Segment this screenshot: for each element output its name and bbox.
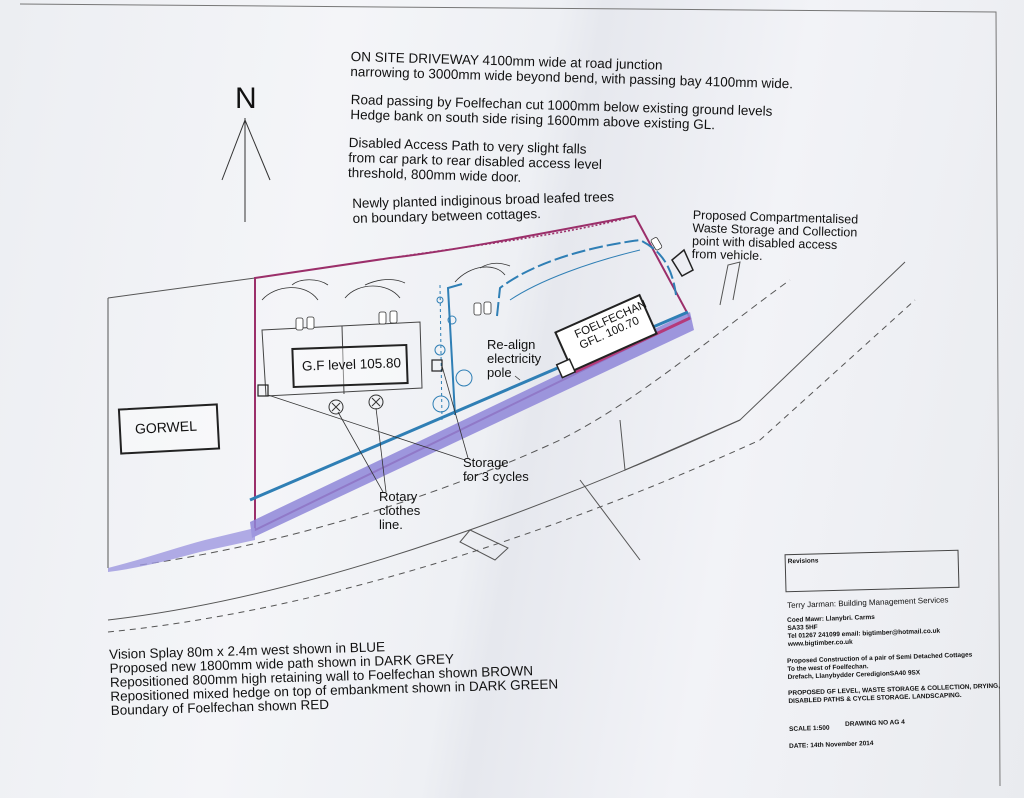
realign-label: Re-align electricity pole [487, 338, 541, 380]
path-extension [108, 528, 255, 572]
driveway [446, 283, 463, 416]
rotary-label-line-3: line. [379, 517, 403, 532]
north-arrow [221, 118, 271, 222]
rotary-label-line-2: clothes [379, 503, 421, 518]
storage-label: Storage for 3 cycles [463, 456, 529, 484]
gf-level-box: G.F level 105.80 [291, 343, 409, 389]
cycle-store-west [257, 384, 269, 397]
cottage-divider [341, 325, 345, 395]
revisions-label: Revisions [787, 557, 819, 566]
rotary-label: Rotary clothes line. [379, 490, 420, 532]
parked-cars [295, 237, 663, 331]
legend: Vision Splay 80m x 2.4m west shown in BL… [109, 635, 559, 718]
driveway-line [509, 249, 641, 301]
realign-label-line-1: Re-align [487, 337, 536, 352]
leader-lines [267, 365, 521, 493]
waste-note: Proposed Compartmentalised Waste Storage… [692, 208, 859, 266]
realign-label-line-3: pole [487, 365, 512, 380]
foelfechan-building [554, 293, 658, 379]
gorwel-building: GORWEL [117, 403, 221, 455]
waste-store [671, 248, 694, 277]
tree-canopies [261, 262, 511, 301]
cycle-store-east [431, 359, 443, 372]
gorwel-label: GORWEL [134, 417, 198, 437]
rotary-clothes-lines [328, 394, 384, 415]
company-address: Coed Mawr: Llanybri. Carms SA33 5HF Tel … [787, 612, 941, 649]
scale-label: SCALE 1:500 [789, 724, 830, 733]
storage-label-line-1: Storage [463, 455, 509, 470]
rotary-label-line-1: Rotary [379, 489, 418, 504]
boundary-dotted [389, 215, 636, 259]
trees [432, 296, 473, 413]
sheet-border [19, 3, 1001, 787]
realign-label-line-2: electricity [487, 351, 542, 366]
access-note: Disabled Access Path to very slight fall… [348, 135, 603, 187]
north-label: N [235, 82, 257, 115]
driveway-bend [496, 238, 677, 317]
driveway-outer [439, 284, 443, 421]
gf-level-label: G.F level 105.80 [301, 355, 402, 374]
cottage-outline [261, 321, 423, 397]
storage-label-line-2: for 3 cycles [463, 469, 529, 484]
revisions-box: Revisions [784, 549, 960, 593]
road-lines [107, 261, 916, 633]
